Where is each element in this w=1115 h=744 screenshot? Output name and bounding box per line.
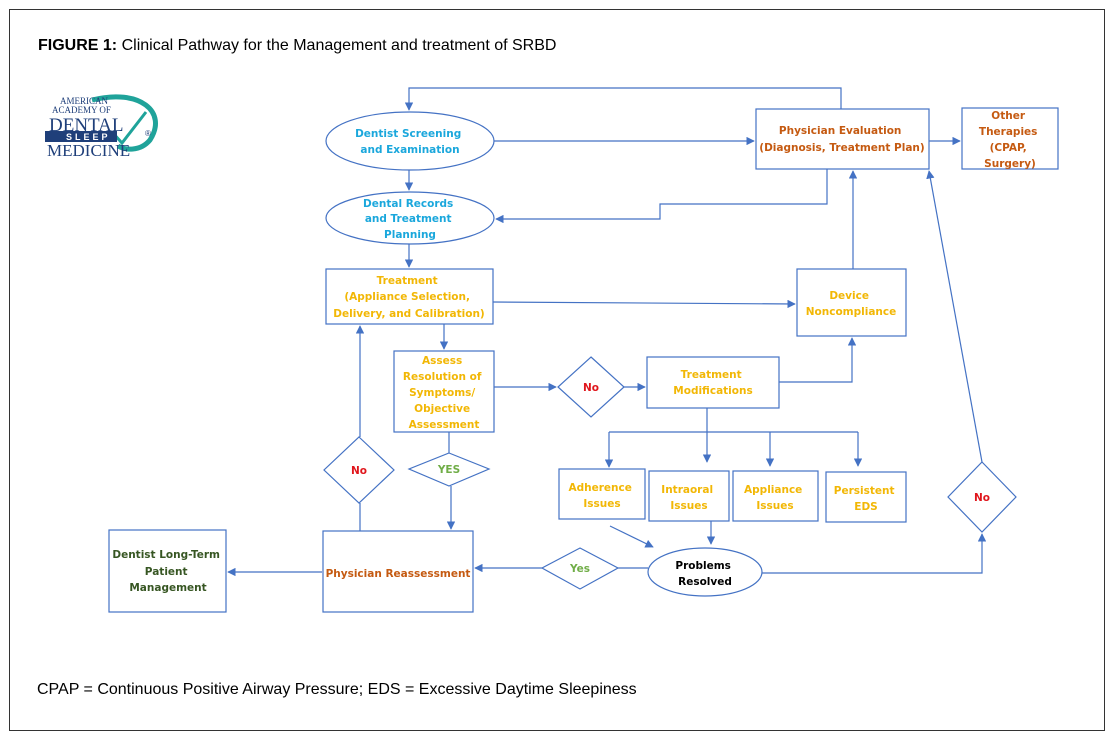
decision-no-assess-label: No — [583, 382, 599, 394]
dental-records-node — [325, 191, 495, 245]
decision-no-right — [947, 461, 1017, 533]
logo-swoosh — [91, 94, 158, 152]
figure-title: FIGURE 1: Clinical Pathway for the Manag… — [38, 37, 556, 55]
dentist-screening-label: Dentist Screening and Examination — [355, 128, 465, 156]
assess-node — [393, 350, 495, 433]
long-term-label: Dentist Long-Term Patient Management — [112, 549, 223, 594]
logo-line1: AMERICAN — [60, 96, 109, 106]
logo-line4: SLEEP — [66, 132, 111, 142]
intraoral-node — [648, 470, 730, 522]
arrow-eval-to-records — [495, 169, 828, 224]
logo-line5: MEDICINE — [47, 141, 130, 160]
line-mods-branch — [609, 408, 858, 433]
decision-no-left — [323, 436, 395, 504]
dental-records-label: Dental Records and Treatment Planning — [363, 198, 457, 241]
logo-sleep-bar — [45, 131, 117, 142]
arrow-adherence-to-resolved — [609, 525, 654, 548]
logo-mark: ® — [145, 129, 151, 138]
intraoral-label: Intraoral Issues — [661, 484, 716, 512]
logo-line2: ACADEMY OF — [52, 105, 111, 115]
problems-resolved-node — [647, 547, 763, 597]
long-term-node — [108, 529, 227, 613]
arrow-no-right-to-eval — [926, 170, 983, 463]
arrow-mods-to-noncompliance — [779, 337, 857, 383]
appliance-node — [732, 470, 819, 522]
decision-no-left-label: No — [351, 465, 367, 477]
device-noncompliance-node — [796, 268, 907, 337]
logo-line3: DENTAL — [49, 115, 123, 136]
device-noncompliance-label: Device Noncompliance — [806, 290, 896, 318]
persistent-node — [825, 471, 907, 523]
physician-reassess-label: Physician Reassessment — [326, 568, 471, 580]
treatment-mods-label: Treatment Modifications — [673, 369, 752, 397]
assess-label: Assess Resolution of Symptoms/ Objective… — [403, 355, 485, 431]
aadsm-logo: AMERICAN ACADEMY OF DENTAL SLEEP MEDICIN… — [45, 94, 158, 160]
other-therapies-node — [961, 107, 1059, 170]
dentist-screening-node — [325, 111, 495, 171]
treatment-node — [325, 268, 494, 325]
treatment-label: Treatment (Appliance Selection, Delivery… — [333, 275, 484, 320]
figure-label: FIGURE 1: — [38, 37, 118, 54]
decision-yes-assess-label: YES — [437, 464, 460, 476]
persistent-label: Persistent EDS — [834, 485, 898, 513]
other-therapies-label: Other Therapies (CPAP, Surgery) — [979, 110, 1041, 170]
decision-yes-resolved — [540, 547, 620, 590]
arrow-eval-to-screening — [404, 87, 842, 111]
problems-resolved-label: Problems Resolved — [675, 560, 734, 588]
physician-eval-label: Physician Evaluation (Diagnosis, Treatme… — [759, 125, 924, 154]
decision-yes-resolved-label: Yes — [569, 563, 590, 575]
physician-eval-node — [755, 108, 930, 170]
physician-reassess-node — [322, 530, 474, 613]
adherence-label: Adherence Issues — [568, 482, 635, 510]
arrow-treatment-to-noncompliance — [492, 299, 796, 309]
arrow-resolved-to-no-right — [762, 533, 987, 574]
decision-no-right-label: No — [974, 492, 990, 504]
figure-title-text: Clinical Pathway for the Management and … — [121, 37, 557, 54]
appliance-label: Appliance Issues — [744, 484, 806, 512]
decision-no-assess — [557, 356, 625, 418]
decision-yes-assess — [407, 452, 491, 487]
adherence-node — [558, 468, 646, 520]
treatment-mods-node — [646, 356, 780, 409]
footnote: CPAP = Continuous Positive Airway Pressu… — [37, 681, 637, 698]
